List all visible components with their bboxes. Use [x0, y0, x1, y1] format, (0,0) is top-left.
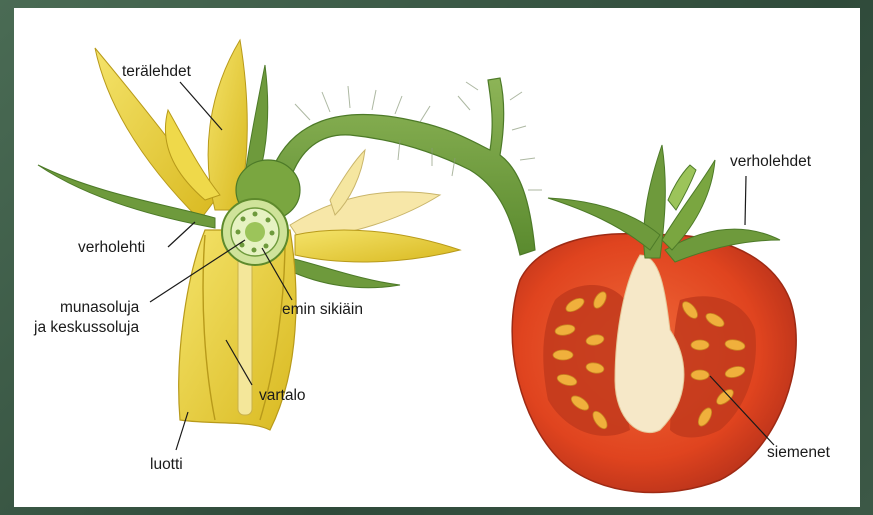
tomato-half: [512, 145, 796, 493]
label-sepals: verholehdet: [730, 152, 811, 171]
label-petals: terälehdet: [122, 62, 191, 81]
label-seeds: siemenet: [767, 443, 830, 462]
label-ovules-line2: ja keskussoluja: [34, 318, 139, 337]
label-style: vartalo: [259, 386, 306, 405]
label-sepal: verholehti: [78, 238, 145, 257]
label-stigma: luotti: [150, 455, 183, 474]
label-ovary: emin sikiäin: [282, 300, 363, 319]
flower: [38, 40, 460, 430]
label-ovules-line1: munasoluja: [60, 298, 139, 317]
